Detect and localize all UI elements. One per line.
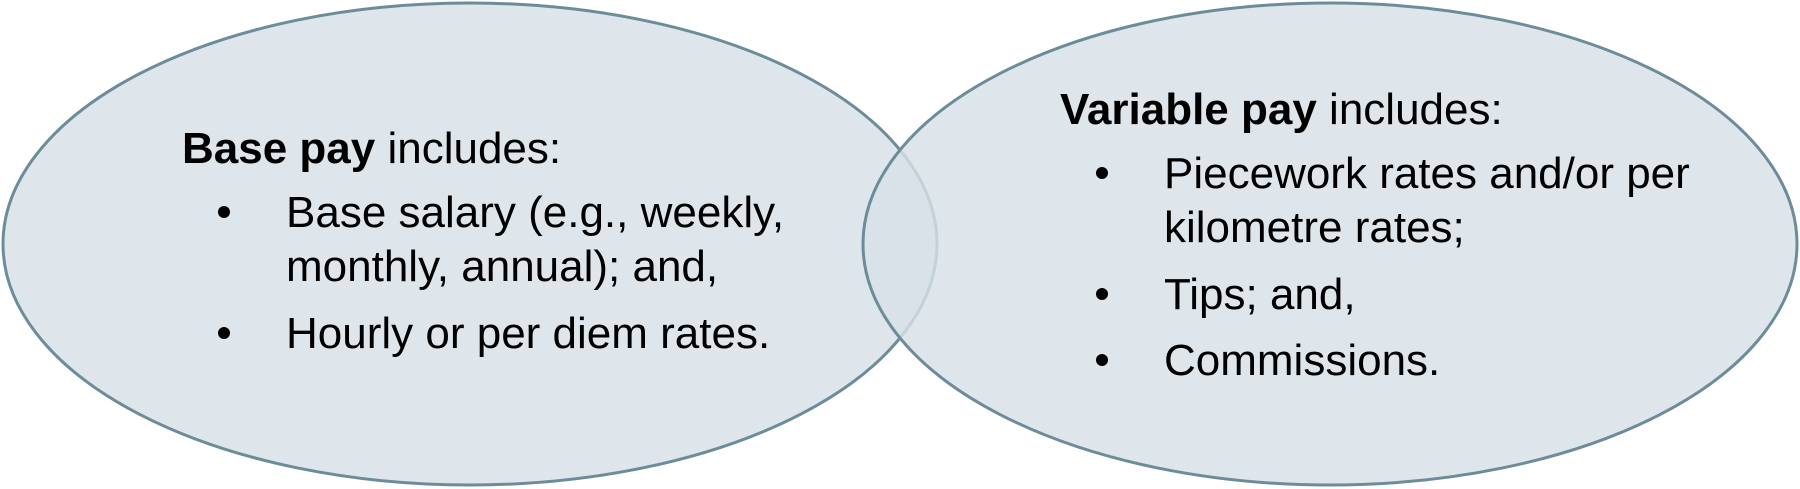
bullet-icon [218,205,230,218]
variable-pay-item-2: Tips; and, [1164,269,1356,319]
variable-pay-list: Piecework rates and/or per kilometre rat… [1060,147,1760,389]
list-item: Commissions. [1060,334,1760,389]
bullet-icon [1096,287,1108,300]
bullet-icon [1096,354,1108,367]
bullet-icon [218,326,230,339]
list-item: Tips; and, [1060,268,1760,323]
variable-pay-heading: Variable pay includes: [1060,84,1760,137]
variable-pay-heading-rest: includes: [1316,85,1503,134]
base-pay-heading-rest: includes: [375,124,562,173]
variable-pay-item-1: Piecework rates and/or per kilometre rat… [1164,148,1690,253]
variable-pay-item-3: Commissions. [1164,336,1441,386]
list-item: Piecework rates and/or per kilometre rat… [1060,147,1744,256]
bullet-icon [1096,166,1108,179]
base-pay-heading-bold: Base pay [182,124,376,173]
variable-pay-group: Variable pay includes: Piecework rates a… [1060,84,1760,401]
base-pay-item-1: Base salary (e.g., weekly, monthly, annu… [286,187,785,292]
base-pay-list: Base salary (e.g., weekly, monthly, annu… [182,186,842,362]
list-item: Hourly or per diem rates. [182,307,842,362]
base-pay-group: Base pay includes: Base salary (e.g., we… [182,123,842,373]
base-pay-heading: Base pay includes: [182,123,842,176]
list-item: Base salary (e.g., weekly, monthly, annu… [182,186,846,295]
variable-pay-ellipse [861,1,1799,487]
variable-pay-heading-bold: Variable pay [1060,85,1317,134]
base-pay-item-2: Hourly or per diem rates. [286,308,771,358]
